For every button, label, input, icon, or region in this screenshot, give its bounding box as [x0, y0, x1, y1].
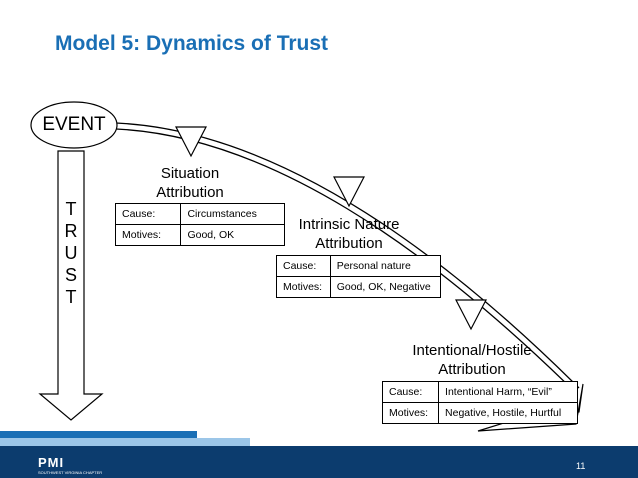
- table-row: Motives: Good, OK, Negative: [276, 276, 442, 298]
- trust-letter: R: [64, 221, 78, 241]
- intrinsic-nature-attribution-table: Cause: Personal nature Motives: Good, OK…: [276, 255, 442, 298]
- footer-stripe-light: [0, 438, 250, 446]
- intrinsic-nature-attribution-label: Intrinsic Nature Attribution: [284, 215, 414, 253]
- footer-band: [0, 446, 638, 478]
- triangle-marker-1: [175, 126, 207, 158]
- pmi-logo-subtext: SOUTHWEST VIRGINIA CHAPTER: [38, 470, 103, 475]
- table-row: Motives: Good, OK: [114, 224, 285, 246]
- situation-attribution-label: Situation Attribution: [140, 164, 240, 202]
- situation-attribution-table: Cause: Circumstances Motives: Good, OK: [114, 203, 285, 246]
- table-cell-key: Motives:: [114, 224, 182, 246]
- stage-label-line: Attribution: [438, 361, 506, 378]
- intentional-hostile-attribution-label: Intentional/Hostile Attribution: [392, 341, 552, 379]
- table-cell-key: Cause:: [276, 255, 331, 277]
- stage-label-line: Attribution: [156, 184, 224, 201]
- table-cell-value: Good, OK: [180, 224, 285, 246]
- table-cell-key: Motives:: [381, 402, 440, 424]
- trust-letter: T: [65, 199, 77, 219]
- table-cell-value: Intentional Harm, “Evil”: [438, 381, 578, 403]
- stage-label-line: Situation: [160, 165, 220, 182]
- slide-title: Model 5: Dynamics of Trust: [55, 32, 329, 55]
- page-number: 11: [576, 461, 586, 471]
- table-row: Cause: Circumstances: [114, 203, 285, 225]
- trust-down-arrow: [38, 150, 104, 421]
- curve-inner-line: [115, 128, 576, 393]
- table-cell-key: Cause:: [114, 203, 182, 225]
- event-ellipse: [30, 101, 118, 149]
- table-cell-value: Good, OK, Negative: [329, 276, 442, 298]
- stage-label-line: Intentional/Hostile: [412, 342, 532, 359]
- table-row: Cause: Intentional Harm, “Evil”: [381, 381, 578, 403]
- trust-letter: S: [64, 265, 77, 285]
- triangle-marker-3: [455, 299, 487, 331]
- trust-letters: T R U S T: [58, 198, 84, 308]
- stage-label-line: Intrinsic Nature: [298, 216, 400, 233]
- table-cell-value: Circumstances: [180, 203, 285, 225]
- triangle-marker-2: [333, 176, 365, 208]
- stage-label-line: Attribution: [315, 235, 383, 252]
- table-cell-value: Negative, Hostile, Hurtful: [438, 402, 578, 424]
- trust-letter: U: [64, 243, 78, 263]
- footer-stripe-dark: [0, 431, 197, 438]
- pmi-logo: PMI: [38, 455, 65, 470]
- table-row: Motives: Negative, Hostile, Hurtful: [381, 402, 578, 424]
- table-row: Cause: Personal nature: [276, 255, 442, 277]
- event-node: EVENT: [30, 101, 118, 149]
- table-cell-key: Cause:: [381, 381, 440, 403]
- trust-letter: T: [65, 287, 77, 307]
- table-cell-value: Personal nature: [329, 255, 442, 277]
- table-cell-key: Motives:: [276, 276, 331, 298]
- intentional-hostile-attribution-table: Cause: Intentional Harm, “Evil” Motives:…: [381, 381, 578, 424]
- event-label: EVENT: [42, 114, 106, 135]
